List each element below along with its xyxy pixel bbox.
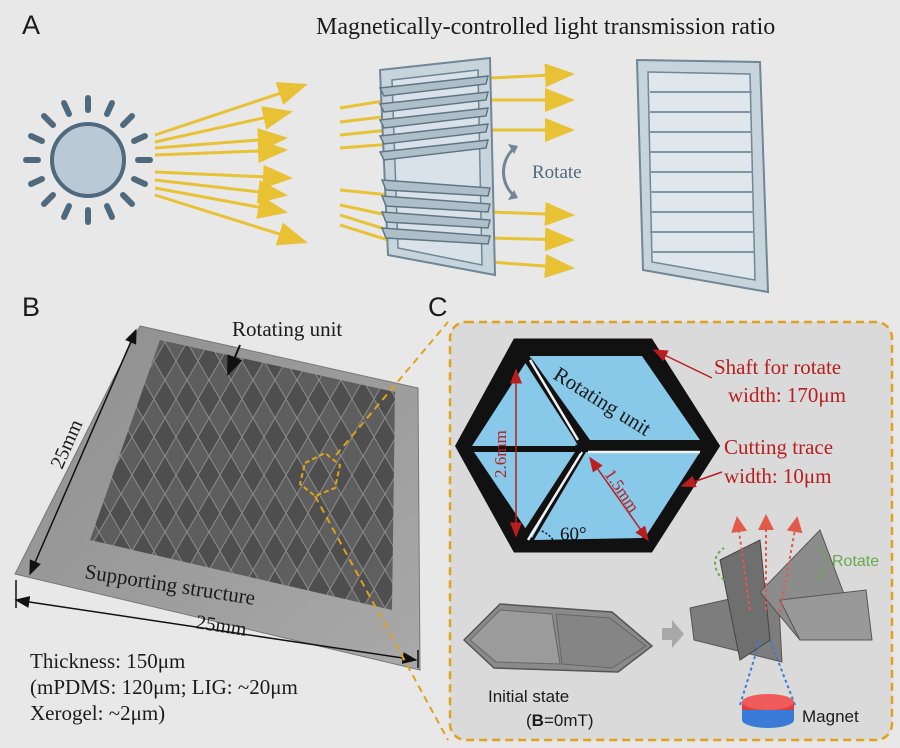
- initial-state-device: [462, 603, 654, 673]
- rotate-label-a: Rotate: [532, 162, 582, 183]
- thickness-line-2: (mPDMS: 120μm; LIG: ~20μm: [30, 675, 298, 699]
- angle-label: 60°: [560, 524, 587, 545]
- panel-letter-b: B: [22, 292, 41, 322]
- cutting-label-1: Cutting trace: [724, 435, 833, 459]
- thickness-line-3: Xerogel: ~2μm): [30, 701, 166, 725]
- panel-letter-c: C: [428, 292, 448, 322]
- cutting-label-2: width: 10μm: [724, 464, 832, 488]
- panel-a-title: Magnetically-controlled light transmissi…: [316, 14, 776, 40]
- dim-line-left: [29, 328, 137, 576]
- shaft-label-2: width: 170μm: [728, 383, 846, 407]
- thickness-line-1: Thickness: 150μm: [30, 649, 186, 673]
- highlight-hexagon: [298, 451, 342, 498]
- shaft-label-1: Shaft for rotate: [714, 355, 841, 379]
- panel-letter-a: A: [22, 10, 41, 40]
- light-rays: [154, 63, 575, 278]
- louver-window-closed: [635, 58, 770, 294]
- louver-window-open: [378, 56, 497, 277]
- right-arrow-icon: [662, 620, 684, 648]
- thickness-info: Thickness: 150μm (mPDMS: 120μm; LIG: ~20…: [30, 648, 298, 726]
- initial-state-label: Initial state: [488, 687, 569, 706]
- rotate-label-c: Rotate: [832, 553, 879, 570]
- sun-icon: [23, 95, 153, 225]
- dim-line-bottom: [14, 596, 418, 664]
- initial-state-field: (B=0mT): [526, 711, 594, 730]
- svg-text:✱: ✱: [574, 441, 586, 457]
- rotating-unit-label-b: Rotating unit: [232, 317, 342, 341]
- actuated-device: [689, 529, 873, 663]
- dim-vertical: 2.6mm: [491, 430, 510, 478]
- magnet-label: Magnet: [802, 707, 859, 726]
- magnet-icon: [742, 694, 794, 728]
